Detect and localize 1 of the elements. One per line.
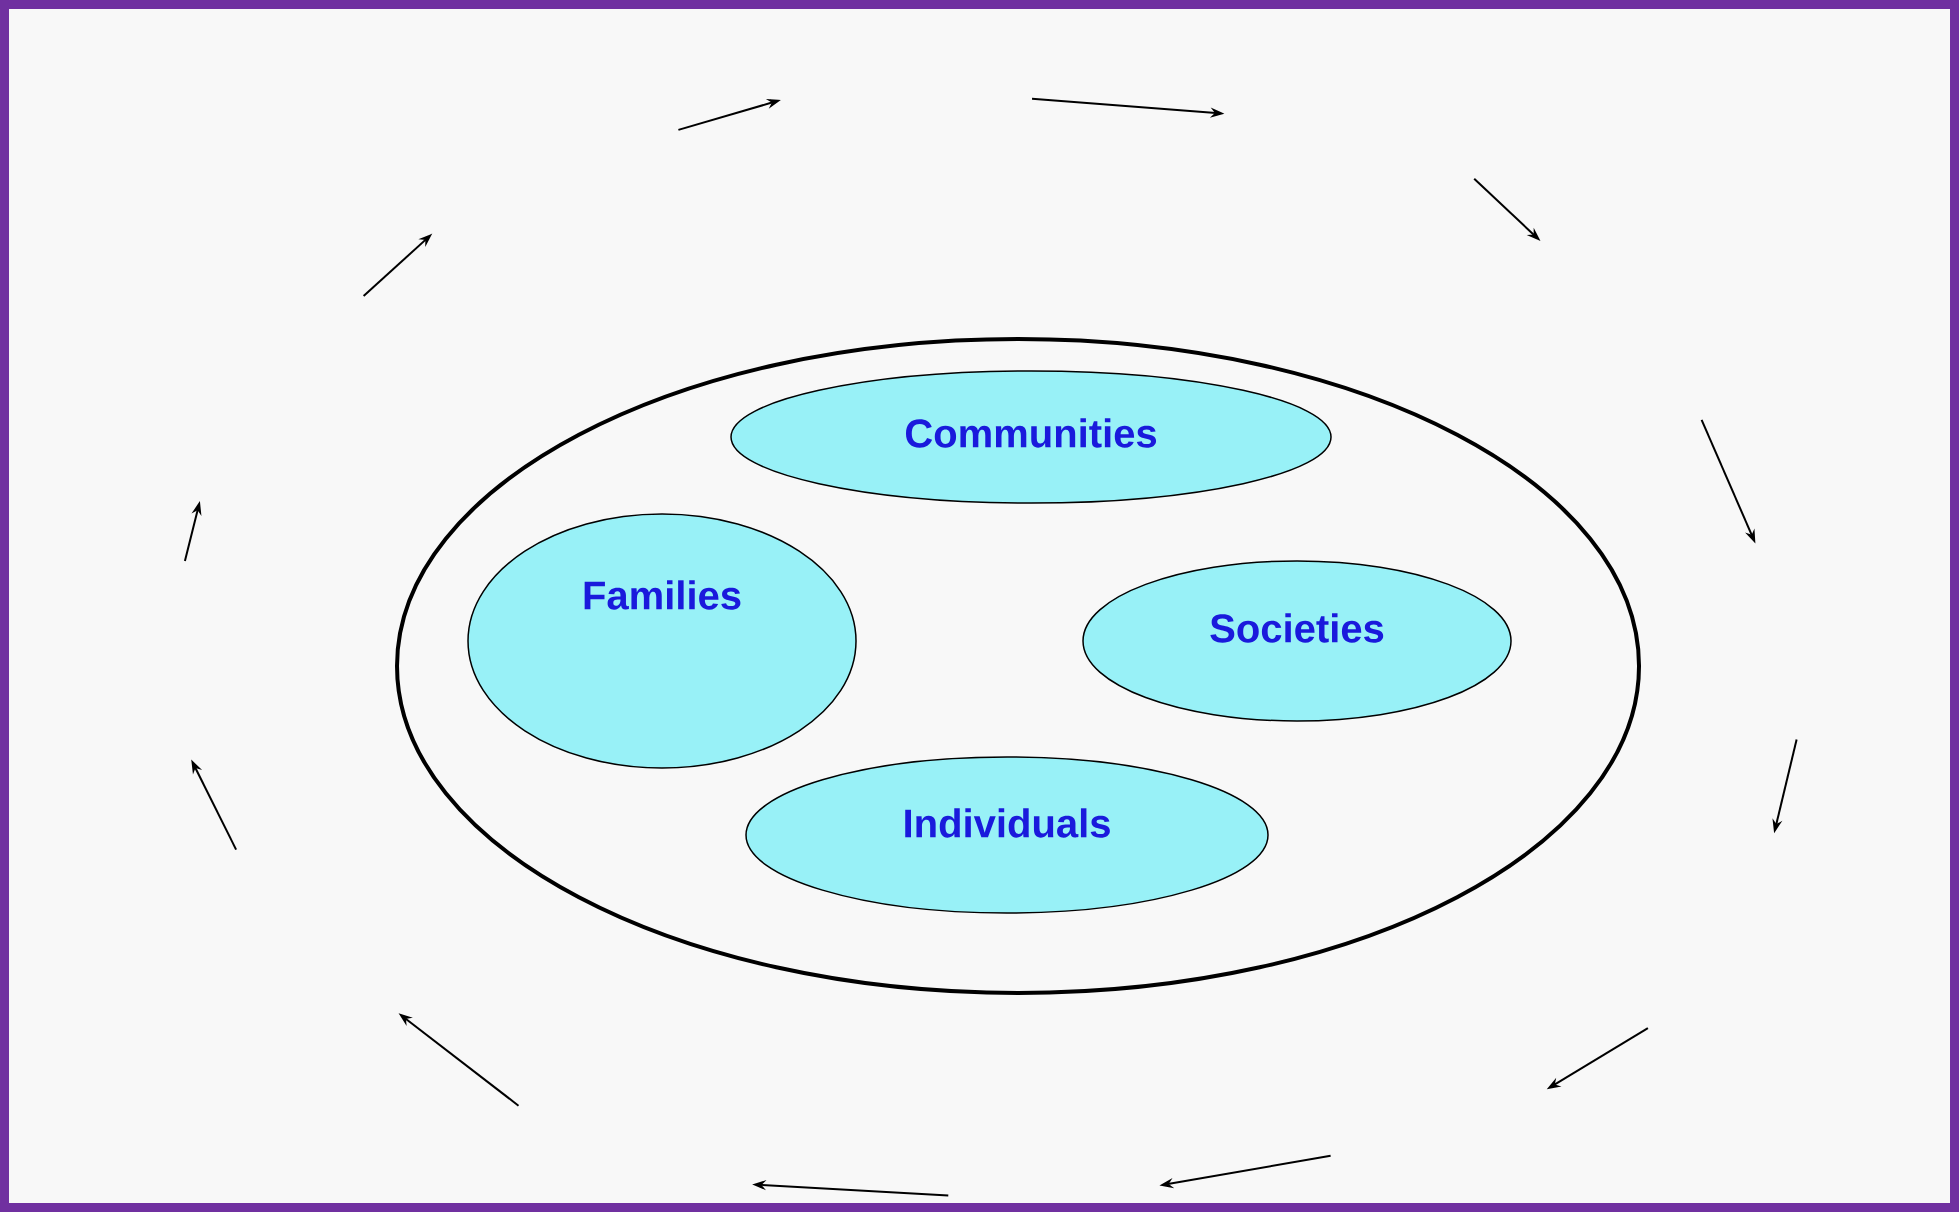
ellipse	[395, 337, 1641, 995]
